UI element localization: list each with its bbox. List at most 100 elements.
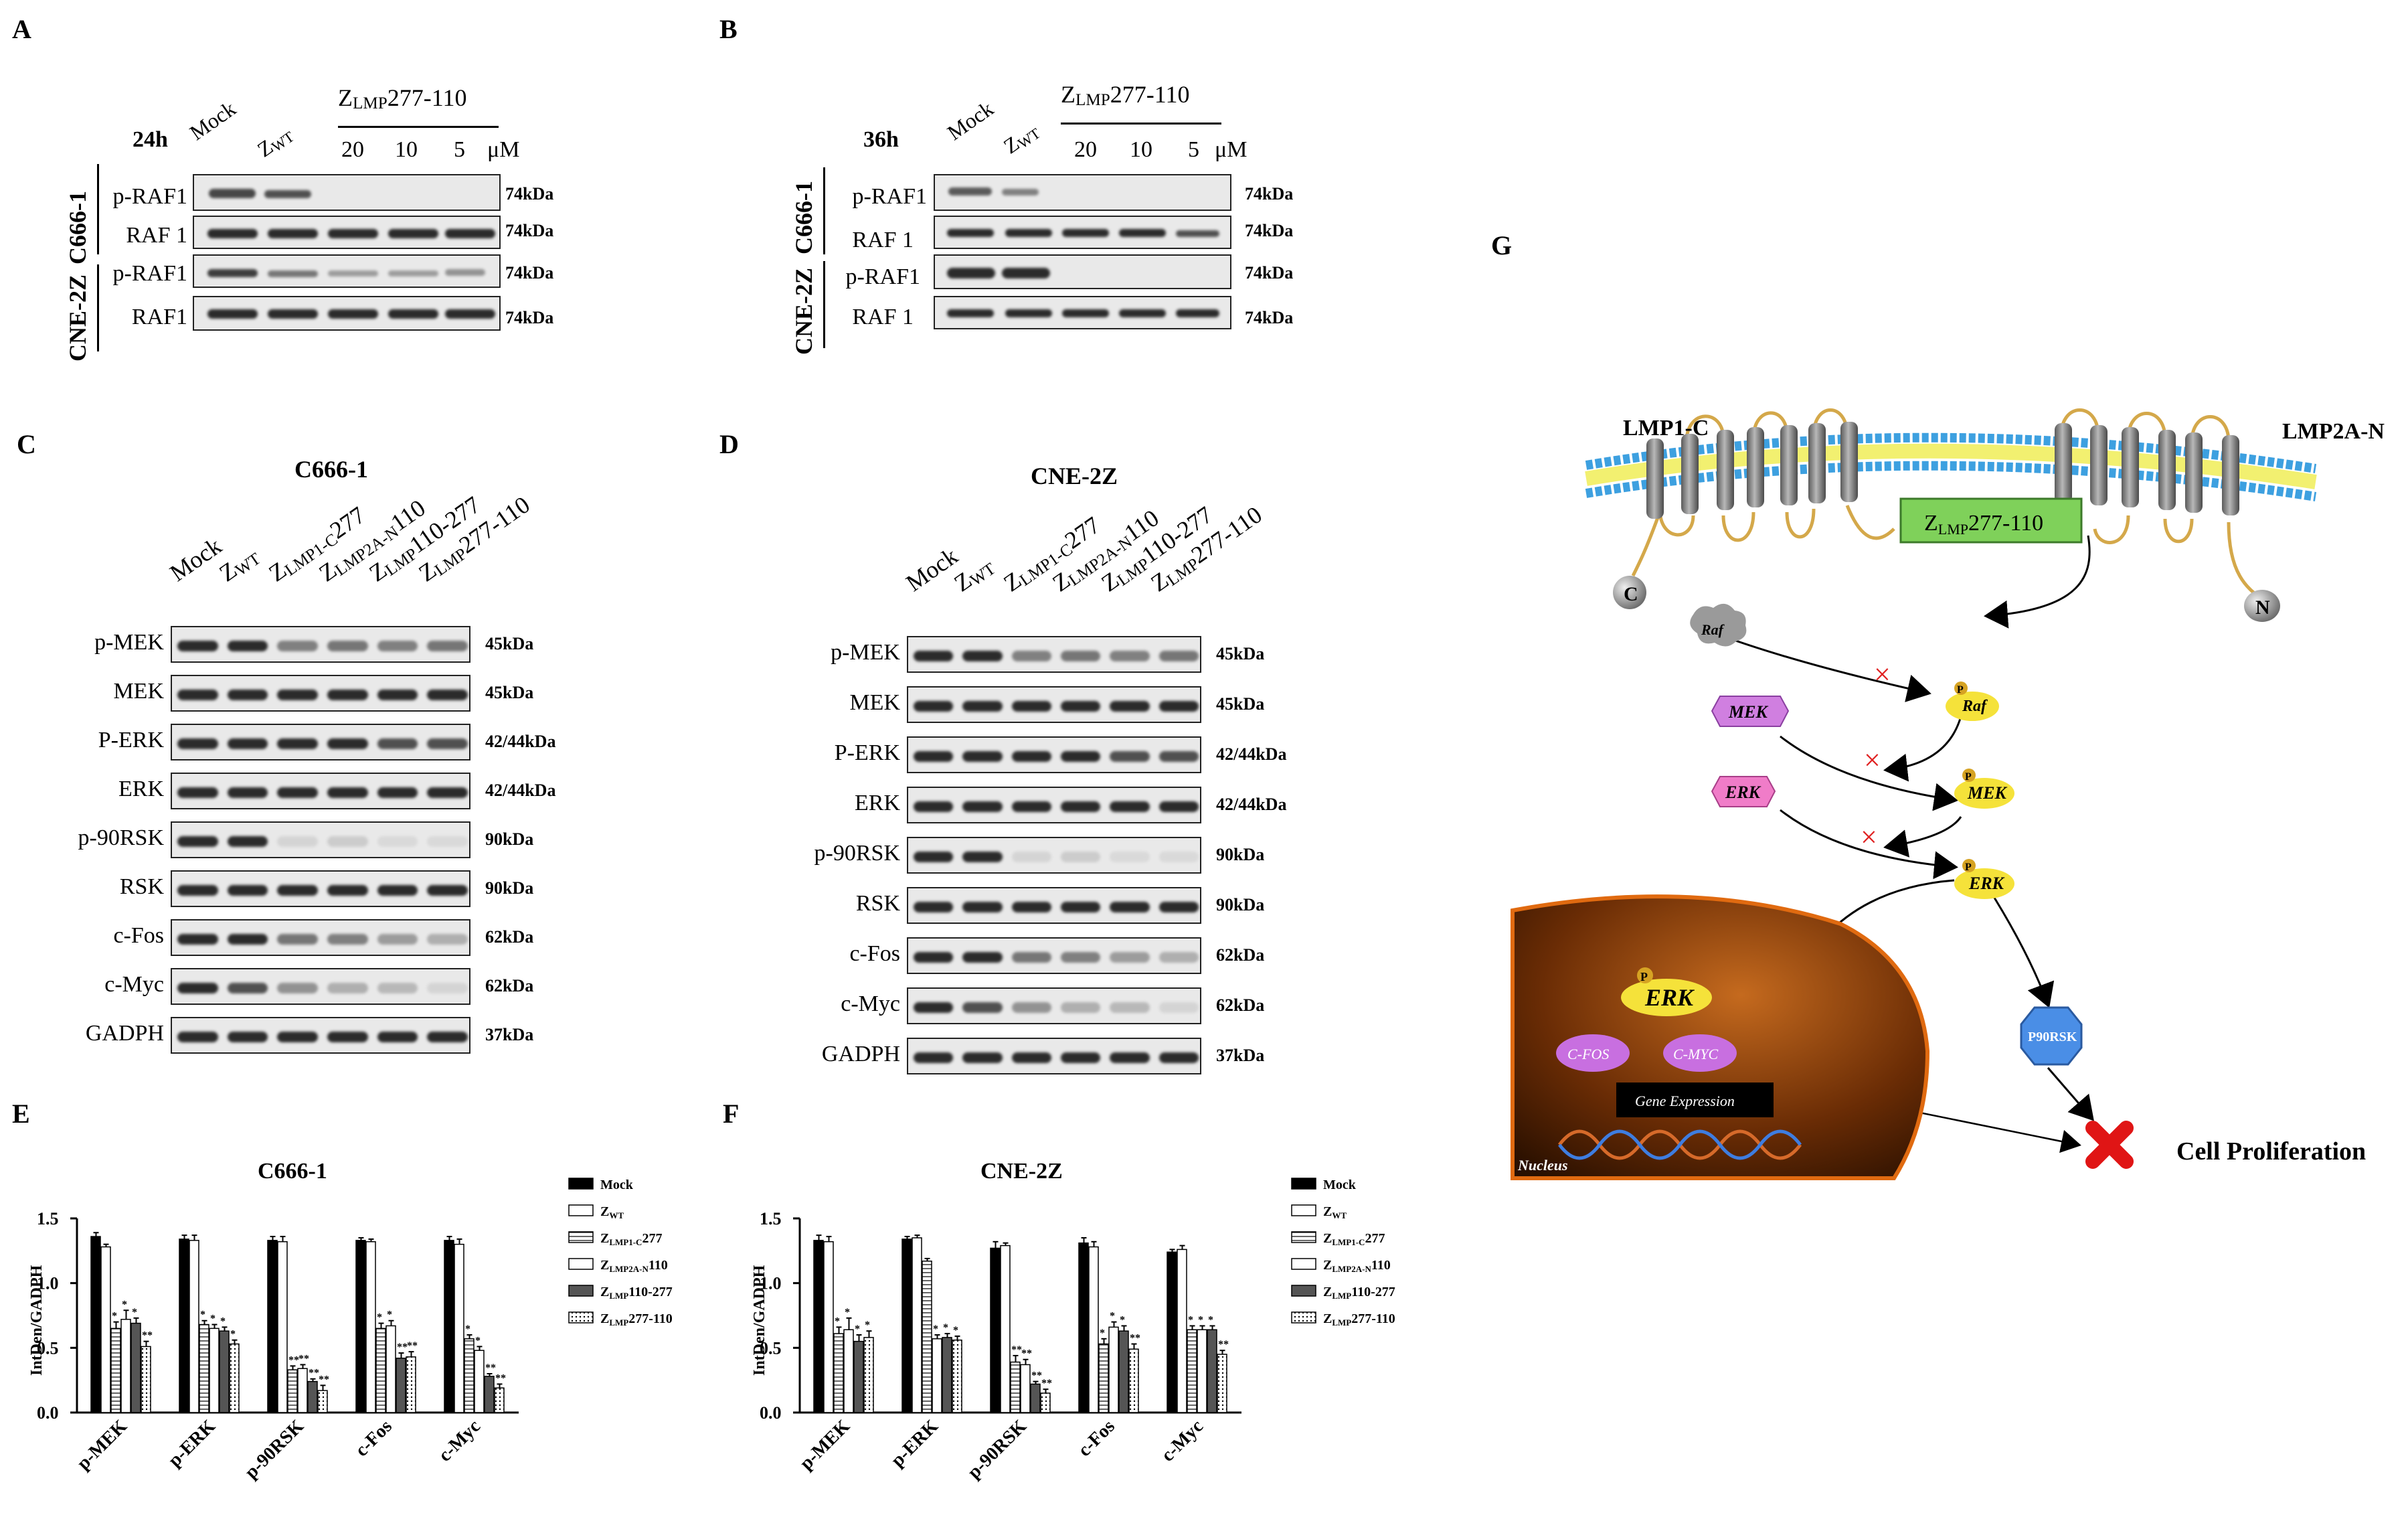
blot-strip [193, 216, 501, 249]
blot-band [1061, 951, 1101, 963]
significance-mark: * [387, 1309, 392, 1321]
blot-row-label: c-Myc [841, 991, 900, 1016]
blot-row-label: c-Fos [849, 941, 900, 966]
blot-band [1011, 951, 1051, 963]
svg-text:ERK: ERK [1968, 874, 2005, 893]
blot-strip [171, 626, 470, 663]
blot-strip [171, 968, 470, 1005]
blot-band [227, 933, 268, 945]
legend-label: Mock [600, 1178, 634, 1192]
transmembrane-helices [1646, 422, 2239, 519]
svg-text:ERK: ERK [1644, 984, 1695, 1011]
mek-active-node: P MEK [1954, 769, 2014, 809]
cell-proliferation-label: Cell Proliferation [2176, 1137, 2366, 1166]
significance-mark: ** [397, 1342, 408, 1353]
blot-band [227, 738, 268, 749]
blot-band [377, 1031, 418, 1042]
blot-strip [171, 675, 470, 712]
blot-strip [907, 887, 1201, 924]
bar [267, 1240, 278, 1413]
x-tick-label: c-Fos [1074, 1416, 1119, 1461]
significance-mark: ** [288, 1354, 299, 1366]
x-tick-label: p-90RSK [964, 1416, 1031, 1483]
erk-nuclear-node: P ERK [1621, 967, 1712, 1016]
blot-band [962, 851, 1003, 862]
blot-band [914, 951, 954, 963]
p90rsk-node: P90RSK [2020, 1006, 2083, 1066]
bar [494, 1387, 505, 1413]
blot-band [1110, 650, 1150, 661]
legend-swatch [568, 1178, 594, 1190]
y-tick-label: 1.0 [760, 1274, 782, 1293]
cell-line-label: C666-1 [790, 181, 817, 254]
blot-band [914, 851, 954, 862]
blot-band [1110, 700, 1150, 712]
blot-band [914, 901, 954, 912]
significance-mark: * [1208, 1314, 1213, 1326]
blot-band [1011, 750, 1051, 762]
blot-band [427, 982, 468, 993]
blot-band [227, 884, 268, 896]
blot-strip [193, 296, 501, 331]
blot-row-label: RAF 1 [126, 223, 187, 248]
chart-title: C666-1 [258, 1159, 327, 1184]
bar [209, 1328, 220, 1413]
blot-row-label: RAF 1 [852, 305, 914, 329]
blot-strip [171, 773, 470, 809]
blot-band [177, 689, 218, 700]
raf-active-node: P Raf [1946, 682, 1999, 721]
pathway-diagram: LMP1-C LMP2A-N ZLMP277-110 C N × × × Raf… [1511, 408, 2385, 1180]
bar [287, 1369, 298, 1413]
bar [444, 1240, 454, 1413]
kda-label: 74kDa [1245, 184, 1294, 204]
legend-label: Mock [1323, 1178, 1357, 1192]
kda-label: 45kDa [485, 683, 534, 702]
bar [307, 1380, 318, 1413]
y-axis-label: IntDen/GADPH [28, 1265, 46, 1376]
blot-row-label: p-RAF1 [112, 261, 187, 286]
bar [1078, 1242, 1089, 1413]
bar [277, 1241, 288, 1413]
blot-strip [907, 1038, 1201, 1074]
legend-swatch [568, 1204, 594, 1216]
y-tick-label: 1.0 [37, 1274, 59, 1293]
bar [474, 1350, 485, 1413]
legend-label: ZWT [600, 1204, 624, 1220]
significance-mark: ** [1041, 1378, 1052, 1389]
bar [1020, 1364, 1031, 1413]
blot-row-label: p-90RSK [78, 825, 164, 850]
blot-band [427, 738, 468, 749]
blot-strip [934, 216, 1231, 249]
x-tick-label: p-90RSK [241, 1416, 308, 1483]
x-tick-label: p-MEK [73, 1416, 131, 1474]
x-tick-label: c-Fos [351, 1416, 396, 1461]
blot-band [962, 700, 1003, 712]
lane-label: 20 [1074, 137, 1097, 162]
significance-mark: * [1100, 1328, 1105, 1339]
bar [1030, 1383, 1041, 1413]
kda-label: 90kDa [1216, 895, 1265, 914]
kda-label: 62kDa [1216, 945, 1265, 965]
erk-inactive-node: ERK [1711, 776, 1776, 807]
blot-band [962, 801, 1003, 812]
cell-line-label: CNE-2Z [790, 267, 817, 355]
kda-label: 42/44kDa [485, 732, 556, 751]
nucleus-label: Nucleus [1517, 1157, 1568, 1174]
gene-expression-box [1616, 1083, 1774, 1117]
kda-label: 62kDa [485, 976, 534, 995]
svg-text:MEK: MEK [1967, 783, 2007, 803]
kda-label: 42/44kDa [1216, 795, 1287, 814]
blot-strip [934, 174, 1231, 211]
bar [1000, 1245, 1011, 1413]
svg-text:P: P [1965, 771, 1972, 783]
blot-band [277, 1031, 318, 1042]
blot-band [1011, 851, 1051, 862]
blot-band [377, 640, 418, 651]
y-tick-label: 1.5 [760, 1209, 782, 1228]
legend-swatch [1291, 1178, 1316, 1190]
legend-swatch [1291, 1204, 1316, 1216]
legend-swatch [568, 1285, 594, 1297]
blot-band [177, 640, 218, 651]
significance-mark: * [377, 1312, 382, 1324]
bar [1217, 1354, 1227, 1413]
